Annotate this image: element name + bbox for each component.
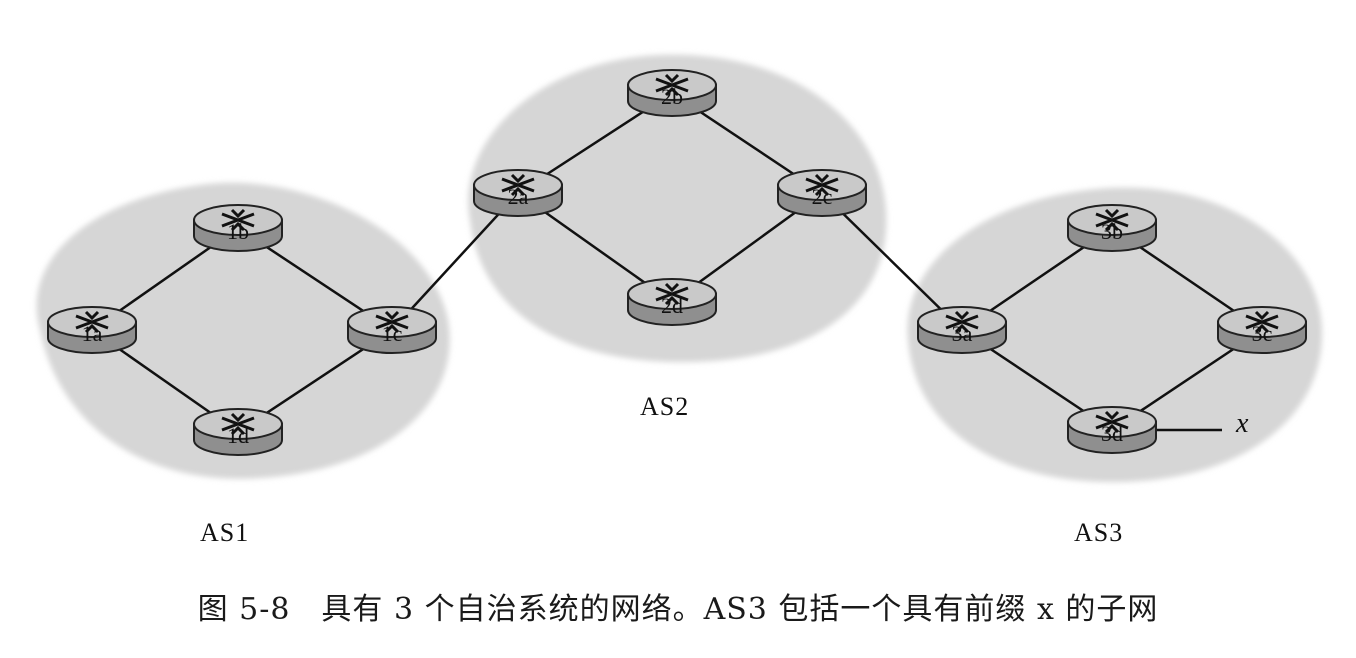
router-label-2a: 2a [508, 184, 529, 209]
router-label-3c: 3c [1252, 321, 1273, 346]
router-label-1a: 1a [82, 321, 103, 346]
routers-layer: 1a 1b 1c 1d 2a 2b 2c 2d 3a 3b 3c 3d [47, 69, 1307, 456]
router-label-2c: 2c [812, 184, 833, 209]
as1-region [36, 182, 450, 479]
subnet-x-label: x [1236, 408, 1249, 439]
router-label-1c: 1c [382, 321, 403, 346]
as1-label: AS1 [200, 518, 250, 547]
as3-label: AS3 [1074, 518, 1124, 547]
router-label-2b: 2b [661, 84, 683, 109]
link-2c-3a [821, 192, 963, 331]
router-2b: 2b [627, 69, 717, 117]
link-1c-2a [391, 192, 519, 331]
as3-region [907, 187, 1323, 483]
router-1c: 1c [347, 306, 437, 354]
router-icon [221, 208, 255, 232]
router-label-3b: 3b [1101, 219, 1123, 244]
router-3c: 3c [1217, 306, 1307, 354]
router-icon [655, 282, 689, 306]
router-2a: 2a [473, 169, 563, 217]
router-icon [1095, 410, 1129, 434]
router-1d: 1d [193, 408, 283, 456]
router-icon [501, 173, 535, 197]
router-1b: 1b [193, 204, 283, 252]
router-2c: 2c [777, 169, 867, 217]
as2-region [468, 54, 887, 363]
figure-caption: 图 5-8 具有 3 个自治系统的网络。AS3 包括一个具有前缀 x 的子网 [197, 592, 1159, 627]
router-label-2d: 2d [661, 293, 683, 318]
router-icon [75, 310, 109, 334]
router-3d: 3d [1067, 406, 1157, 454]
router-icon [375, 310, 409, 334]
router-label-3a: 3a [952, 321, 973, 346]
router-icon [1095, 208, 1129, 232]
router-label-1b: 1b [227, 219, 249, 244]
router-1a: 1a [47, 306, 137, 354]
router-label-3d: 3d [1101, 421, 1123, 446]
router-icon [655, 73, 689, 97]
router-label-1d: 1d [227, 423, 249, 448]
router-3a: 3a [917, 306, 1007, 354]
router-3b: 3b [1067, 204, 1157, 252]
router-2d: 2d [627, 278, 717, 326]
router-icon [1245, 310, 1279, 334]
router-icon [221, 412, 255, 436]
router-icon [945, 310, 979, 334]
as2-label: AS2 [640, 392, 690, 421]
router-icon [805, 173, 839, 197]
